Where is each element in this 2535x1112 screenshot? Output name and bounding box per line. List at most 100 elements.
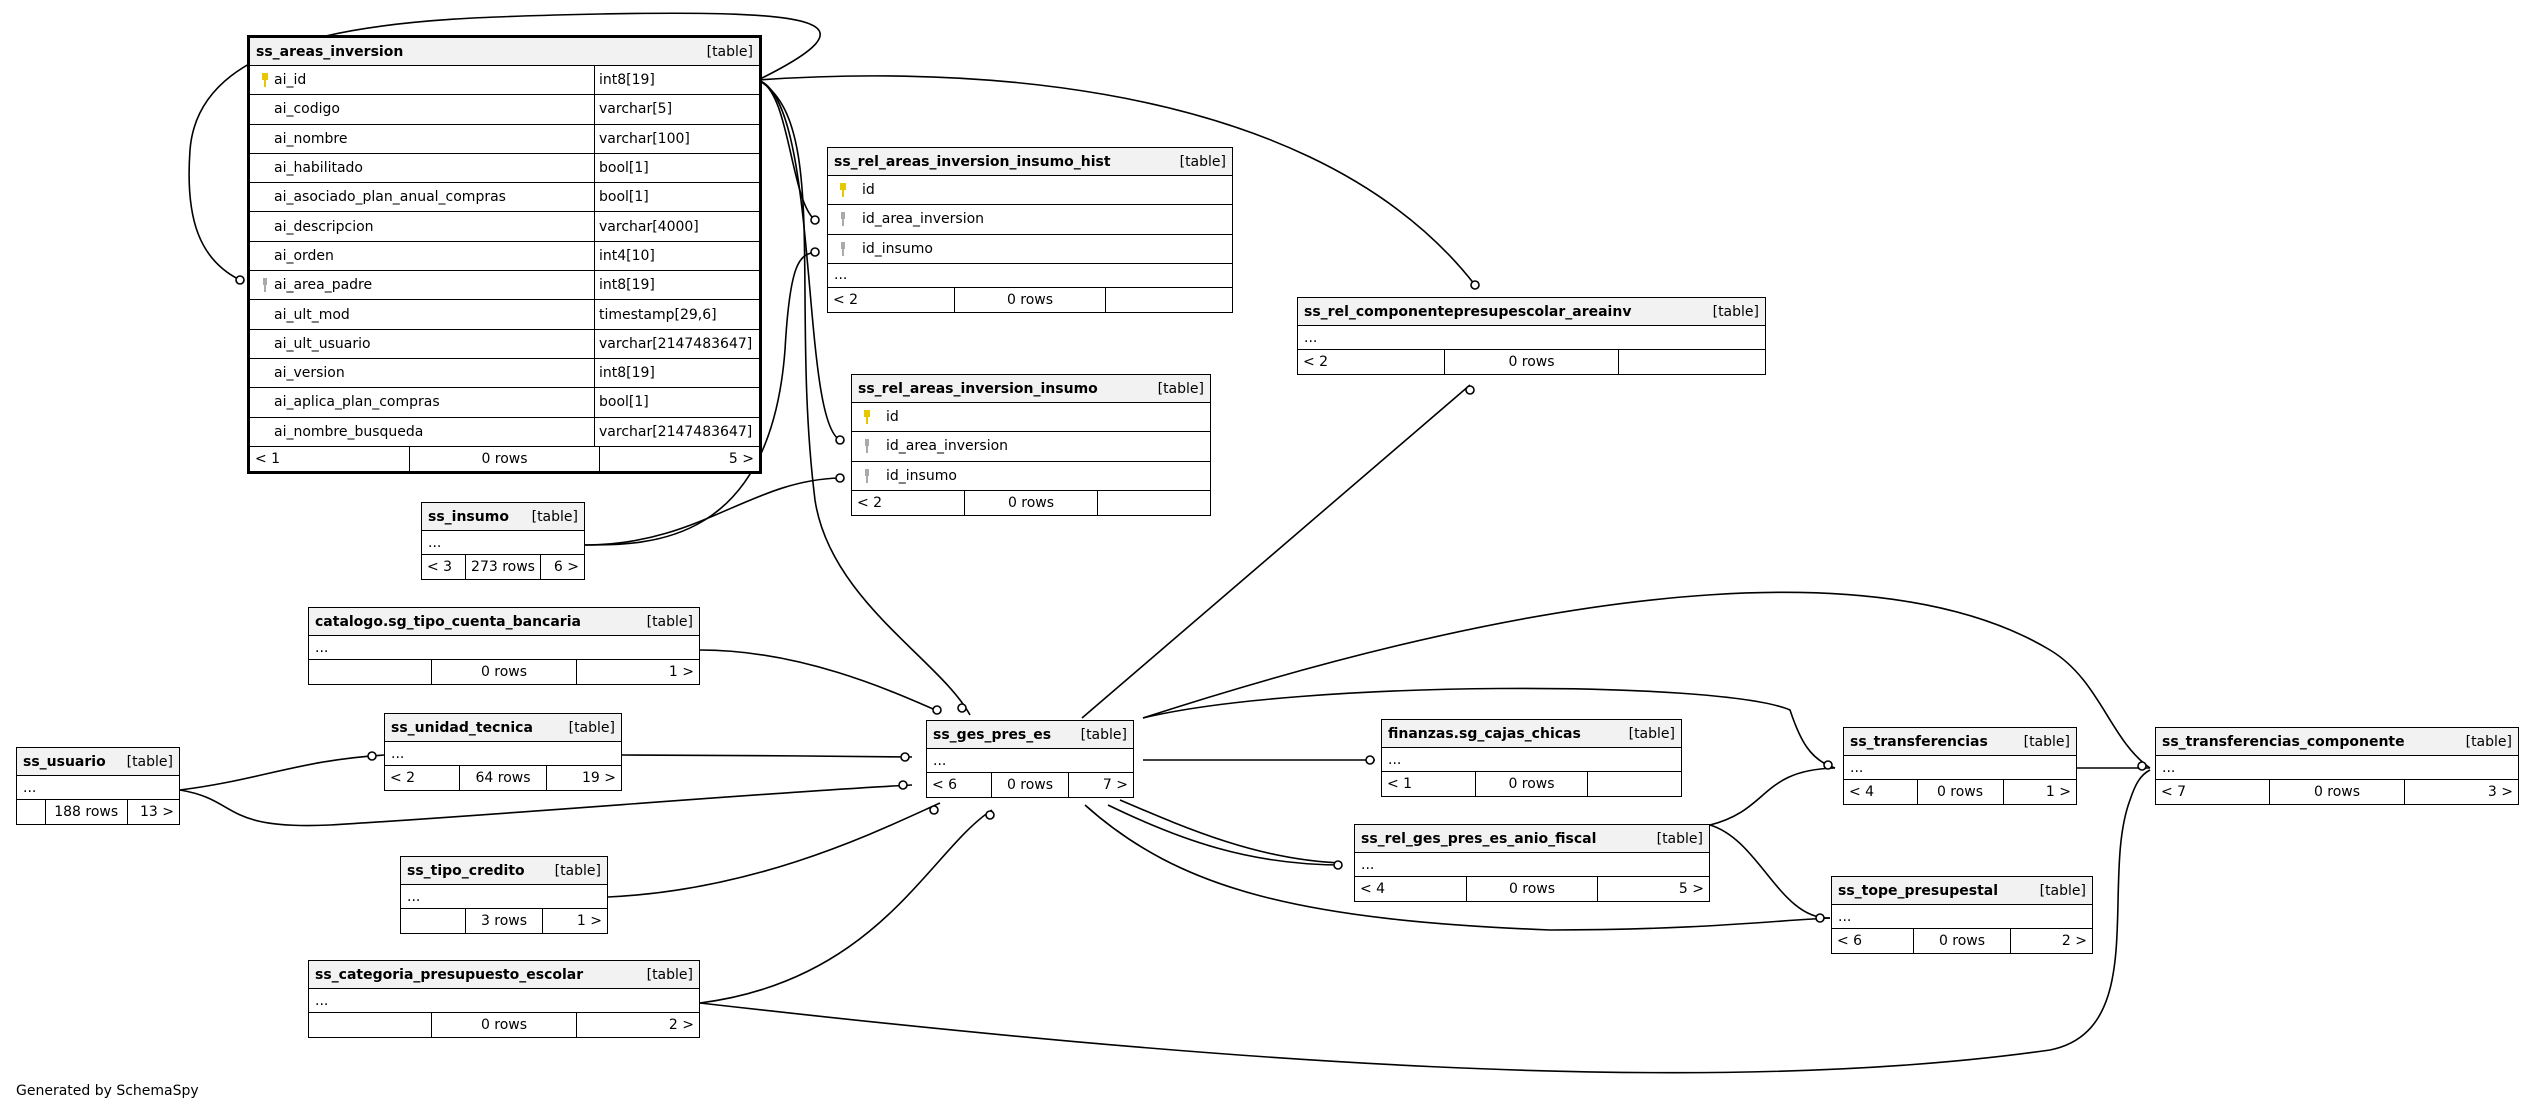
more-columns: ... <box>309 636 699 660</box>
edge-insumorel-insumo <box>584 477 841 546</box>
table-ss-rel-areas-inversion-insumo[interactable]: ss_rel_areas_inversion_insumo [table] id… <box>851 374 1211 516</box>
children-link[interactable] <box>1618 350 1765 374</box>
table-ss-ges-pres-es[interactable]: ss_ges_pres_es [table] ... < 6 0 rows 7 … <box>926 720 1134 798</box>
children-link[interactable] <box>1586 772 1681 796</box>
children-link[interactable]: 19 > <box>546 766 621 790</box>
table-ss-transferencias[interactable]: ss_transferencias [table] ... < 4 0 rows… <box>1843 727 2077 805</box>
row-count: 0 rows <box>1443 350 1618 374</box>
row-count: 273 rows <box>465 555 540 579</box>
table-ss-categoria-presupuesto-escolar[interactable]: ss_categoria_presupuesto_escolar [table]… <box>308 960 700 1038</box>
more-columns: ... <box>1355 853 1709 877</box>
table-name: ss_rel_ges_pres_es_anio_fiscal <box>1361 830 1597 847</box>
table-ss-transferencias-componente[interactable]: ss_transferencias_componente [table] ...… <box>2155 727 2519 805</box>
column-type: varchar[100] <box>594 124 759 153</box>
parents-link[interactable]: < 2 <box>390 770 416 786</box>
primary-key-icon <box>834 182 852 198</box>
parents-link[interactable]: < 6 <box>1837 933 1863 949</box>
table-ss-rel-areas-inversion-insumo-hist[interactable]: ss_rel_areas_inversion_insumo_hist [tabl… <box>827 147 1233 313</box>
parents-link[interactable]: < 3 <box>427 559 453 575</box>
table-ss-unidad-tecnica[interactable]: ss_unidad_tecnica [table] ... < 2 64 row… <box>384 713 622 791</box>
row-count: 0 rows <box>1916 780 2003 804</box>
children-link[interactable] <box>1097 490 1210 515</box>
row-count: 0 rows <box>963 490 1097 515</box>
edge-hist-insumo <box>584 251 816 546</box>
table-kind: [table] <box>531 508 578 525</box>
parents-link[interactable]: < 7 <box>2161 784 2187 800</box>
table-name: ss_tope_presupestal <box>1838 882 1999 899</box>
children-link[interactable]: 5 > <box>598 446 759 471</box>
parents-link[interactable] <box>17 800 45 824</box>
table-kind: [table] <box>1080 726 1127 743</box>
more-columns: ... <box>17 776 179 800</box>
parents-link[interactable]: < 4 <box>1360 881 1386 897</box>
children-link[interactable]: 2 > <box>576 1013 699 1037</box>
table-name: finanzas.sg_cajas_chicas <box>1388 725 1581 742</box>
edge-insumorel-area <box>757 79 841 441</box>
parents-link[interactable] <box>309 1013 431 1037</box>
children-link[interactable]: 1 > <box>576 660 699 684</box>
table-footer: < 2 0 rows <box>852 490 1210 515</box>
table-name: ss_rel_areas_inversion_insumo <box>858 380 1098 397</box>
column-name: ai_ult_mod <box>274 306 350 323</box>
parents-link[interactable] <box>309 660 431 684</box>
column-name: ai_nombre_busqueda <box>274 423 424 440</box>
edge-tcomp-ges <box>1142 591 2151 769</box>
row-count: 0 rows <box>430 660 576 684</box>
row-count: 188 rows <box>44 800 127 824</box>
parents-link[interactable]: < 1 <box>1387 776 1413 792</box>
edge-end-marker <box>835 435 845 445</box>
children-link[interactable] <box>1104 287 1232 312</box>
parents-link[interactable]: < 2 <box>857 494 883 511</box>
table-footer: < 2 0 rows <box>1298 350 1765 374</box>
children-link[interactable]: 6 > <box>539 555 584 579</box>
children-link[interactable]: 3 > <box>2403 780 2518 804</box>
children-link[interactable]: 13 > <box>126 800 179 824</box>
row-count: 0 rows <box>430 1013 576 1037</box>
parents-link[interactable]: < 2 <box>1303 354 1329 370</box>
children-link[interactable]: 2 > <box>2009 929 2092 953</box>
table-kind: [table] <box>568 719 615 736</box>
table-catalogo-sg-tipo-cuenta-bancaria[interactable]: catalogo.sg_tipo_cuenta_bancaria [table]… <box>308 607 700 685</box>
parents-link[interactable]: < 4 <box>1849 784 1875 800</box>
column-row: id_area_inversion <box>852 432 1210 462</box>
children-link[interactable]: 1 > <box>2002 780 2077 804</box>
table-ss-tipo-credito[interactable]: ss_tipo_credito [table] ... 3 rows 1 > <box>400 856 608 934</box>
column-name: ai_version <box>274 365 345 382</box>
table-ss-tope-presupestal[interactable]: ss_tope_presupestal [table] ... < 6 0 ro… <box>1831 876 2093 954</box>
column-name: ai_habilitado <box>274 160 363 177</box>
parents-link[interactable]: < 1 <box>255 450 281 467</box>
table-ss-rel-ges-pres-es-anio-fiscal[interactable]: ss_rel_ges_pres_es_anio_fiscal [table] .… <box>1354 824 1710 902</box>
parents-link[interactable]: < 6 <box>932 777 958 793</box>
more-columns: ... <box>422 531 584 555</box>
table-header: ss_usuario [table] <box>17 748 179 776</box>
parents-link[interactable] <box>401 909 465 933</box>
children-link[interactable]: 1 > <box>541 909 607 933</box>
edge-end-marker <box>1333 860 1343 870</box>
column-name: id_area_inversion <box>862 211 985 228</box>
table-ss-usuario[interactable]: ss_usuario [table] ... 188 rows 13 > <box>16 747 180 825</box>
table-finanzas-sg-cajas-chicas[interactable]: finanzas.sg_cajas_chicas [table] ... < 1… <box>1381 719 1682 797</box>
edge-end-marker <box>900 752 910 762</box>
table-ss-rel-componentepresupescolar-areainv[interactable]: ss_rel_componentepresupescolar_areainv [… <box>1297 297 1766 375</box>
table-kind: [table] <box>646 613 693 630</box>
column-name: ai_ult_usuario <box>274 335 371 352</box>
table-header: ss_categoria_presupuesto_escolar [table] <box>309 961 699 989</box>
table-header: ss_insumo [table] <box>422 503 584 531</box>
children-link[interactable]: 7 > <box>1067 773 1133 797</box>
table-kind: [table] <box>1179 153 1226 170</box>
row-count: 0 rows <box>1913 929 2010 953</box>
row-count: 0 rows <box>2269 780 2404 804</box>
more-columns: ... <box>1832 905 2092 929</box>
edge-comp-ges <box>1081 384 1471 719</box>
parents-link[interactable]: < 2 <box>833 291 859 308</box>
table-name: ss_categoria_presupuesto_escolar <box>315 966 584 983</box>
children-link[interactable]: 5 > <box>1597 877 1709 901</box>
column-row: id_area_inversion <box>828 205 1232 235</box>
table-ss-insumo[interactable]: ss_insumo [table] ... < 3 273 rows 6 > <box>421 502 585 580</box>
table-header: catalogo.sg_tipo_cuenta_bancaria [table] <box>309 608 699 636</box>
edge-ges-usuario <box>179 784 913 827</box>
column-name: ai_aplica_plan_compras <box>274 394 440 411</box>
table-footer: < 2 0 rows <box>828 287 1232 312</box>
